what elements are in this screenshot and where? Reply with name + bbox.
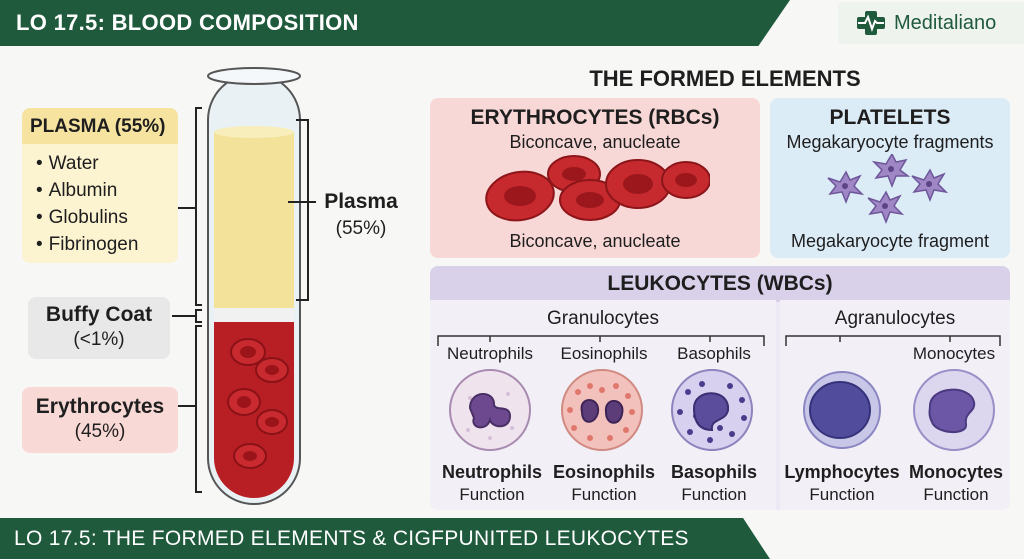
- footer-banner: LO 17.5: THE FORMED ELEMENTS & CIGFPUNIT…: [0, 518, 770, 559]
- cell-name-neutrophils: Neutrophils: [441, 462, 542, 482]
- brand-badge: Meditaliano: [838, 2, 1024, 44]
- tube-rim: [207, 67, 301, 85]
- granulocytes-label: Granulocytes: [547, 308, 659, 329]
- brand-name: Meditaliano: [894, 11, 997, 34]
- plasma-composition-box: PLASMA (55%) Water Albumin Globulins Fib…: [22, 108, 178, 263]
- buffy-coat-label: Buffy Coat: [45, 303, 153, 326]
- plasma-side-label: Plasma (55%): [318, 190, 404, 240]
- basophil-cell-icon: [671, 369, 753, 451]
- platelets-icon: [827, 154, 949, 225]
- footer-title: LO 17.5: THE FORMED ELEMENTS & CIGFPUNIT…: [14, 527, 689, 550]
- cell-fn-monocytes: Function: [923, 485, 989, 504]
- erythrocytes-value: (45%): [74, 421, 126, 442]
- rbc-caption: Biconcave, anucleate: [509, 231, 681, 251]
- right-plasma-bracket: [288, 119, 316, 301]
- plasma-item: Globulins: [36, 204, 178, 231]
- erythrocytes-box: Erythrocytes (45%): [22, 387, 178, 453]
- heartbeat-logo-icon: [857, 11, 885, 35]
- agranulocytes-label: Agranulocytes: [834, 308, 956, 329]
- top-label-basophils: Basophils: [677, 344, 751, 363]
- test-tube-illustration: [172, 67, 316, 505]
- erythrocytes-label: Erythrocytes: [35, 395, 165, 418]
- platelets-caption: Megakaryocyte fragment: [790, 231, 990, 251]
- formed-elements-title: THE FORMED ELEMENTS: [589, 66, 861, 91]
- top-label-eosinophils: Eosinophils: [560, 344, 648, 363]
- tube-rbc-centers: [237, 346, 279, 461]
- plasma-item: Water: [36, 150, 178, 177]
- lymphocyte-cell-icon: [803, 371, 881, 449]
- plasma-item: Albumin: [36, 177, 178, 204]
- plasma-layer: [214, 132, 294, 308]
- wbc-group-brackets: [437, 335, 1001, 346]
- rbc-title: ERYTHROCYTES (RBCs): [470, 106, 720, 129]
- cell-fn-eosinophils: Function: [571, 485, 637, 504]
- header-banner: LO 17.5: BLOOD COMPOSITION: [0, 0, 790, 46]
- rbc-subtitle: Biconcave, anucleate: [509, 132, 681, 152]
- buffy-coat-value: (<1%): [73, 329, 125, 350]
- plasma-list: Water Albumin Globulins Fibrinogen: [22, 144, 178, 258]
- page-title: LO 17.5: BLOOD COMPOSITION: [16, 10, 359, 35]
- buffy-coat-box: Buffy Coat (<1%): [28, 297, 170, 359]
- plasma-label: Plasma: [324, 190, 398, 213]
- cell-fn-neutrophils: Function: [459, 485, 525, 504]
- cell-fn-lymphocytes: Function: [809, 485, 875, 504]
- eosinophil-cell-icon: [561, 369, 643, 451]
- plasma-surface: [214, 126, 294, 138]
- red-blood-cells-icon: [485, 155, 710, 222]
- top-label-neutrophils: Neutrophils: [447, 344, 533, 363]
- cell-name-eosinophils: Eosinophils: [552, 462, 655, 482]
- cell-fn-basophils: Function: [681, 485, 747, 504]
- erythrocytes-panel: ERYTHROCYTES (RBCs) Biconcave, anucleate…: [430, 98, 760, 258]
- leukocyte-cells: [449, 369, 995, 451]
- cell-name-lymphocytes: Lymphocytes: [784, 462, 900, 482]
- cell-name-monocytes: Monocytes: [908, 462, 1004, 482]
- cell-name-basophils: Basophils: [670, 462, 758, 482]
- monocyte-cell-icon: [913, 369, 995, 451]
- plasma-value: (55%): [335, 218, 387, 239]
- neutrophil-cell-icon: [449, 369, 531, 451]
- left-brackets: [172, 107, 202, 493]
- platelets-panel: PLATELETS Megakaryocyte fragments Megaka…: [770, 98, 1010, 258]
- plasma-item: Fibrinogen: [36, 231, 178, 258]
- wbc-title: LEUKOCYTES (WBCs): [430, 266, 1010, 302]
- plasma-box-title: PLASMA (55%): [22, 108, 178, 144]
- platelets-title: PLATELETS: [829, 106, 951, 129]
- platelets-subtitle: Megakaryocyte fragments: [786, 132, 994, 152]
- top-label-monocytes: Monocytes: [912, 344, 996, 363]
- buffy-coat-layer: [214, 308, 294, 322]
